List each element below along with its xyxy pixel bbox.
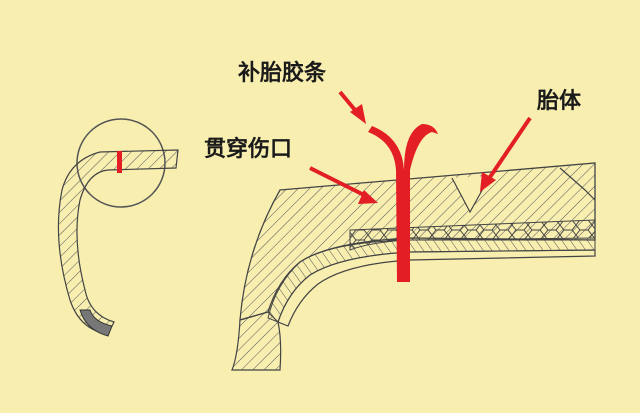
- overview-bead: [79, 309, 113, 337]
- patch-strip-graphic: [368, 124, 438, 282]
- label-tire-body: 胎体: [537, 88, 582, 114]
- sidewall-section: [231, 311, 282, 371]
- tire-overview: [57, 118, 179, 337]
- patch-strip-right: [404, 124, 438, 282]
- tread-right-edge: [559, 167, 596, 201]
- overview-tire-section: [57, 149, 179, 335]
- arrow-tire-body: [480, 116, 532, 192]
- overview-puncture-marker: [117, 151, 122, 173]
- arrow-penetrating-wound: [309, 166, 378, 204]
- tire-cross-section: [231, 162, 596, 371]
- patch-strip: [368, 126, 404, 282]
- label-patch-strip: 补胎胶条: [237, 60, 327, 86]
- arrow-patch-strip: [338, 90, 366, 124]
- label-penetrating-wound: 贯穿伤口: [204, 136, 292, 162]
- inner-liner: [277, 249, 596, 327]
